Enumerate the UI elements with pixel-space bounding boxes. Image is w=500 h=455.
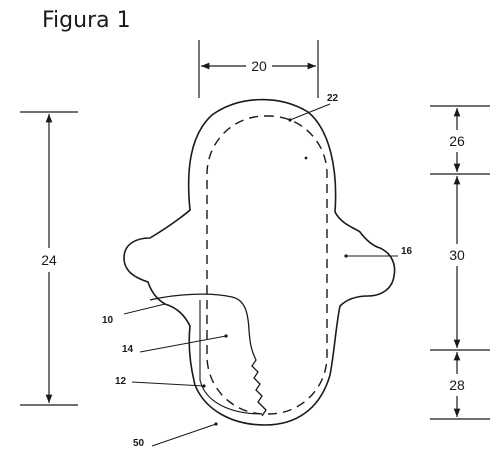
dim-rear-region: 28 xyxy=(449,377,465,393)
ref-absorbent-core: 22 xyxy=(327,93,339,104)
ref-edge: 12 xyxy=(115,376,127,387)
ref-flap: 10 xyxy=(102,315,114,326)
pad-outline xyxy=(123,98,396,426)
figure-title: Figura 1 xyxy=(42,8,131,33)
ref-pad: 50 xyxy=(133,438,145,449)
inner-edge-line xyxy=(199,300,263,415)
dim-middle-region: 30 xyxy=(449,247,465,263)
ref-wing: 16 xyxy=(401,246,413,257)
dim-overall-height: 24 xyxy=(41,252,57,268)
flap-tear-line xyxy=(149,293,267,417)
dim-width-top: 20 xyxy=(251,58,267,74)
absorbent-core-outline xyxy=(206,115,328,415)
dim-front-region: 26 xyxy=(449,133,465,149)
ref-topsheet: 14 xyxy=(122,344,134,355)
